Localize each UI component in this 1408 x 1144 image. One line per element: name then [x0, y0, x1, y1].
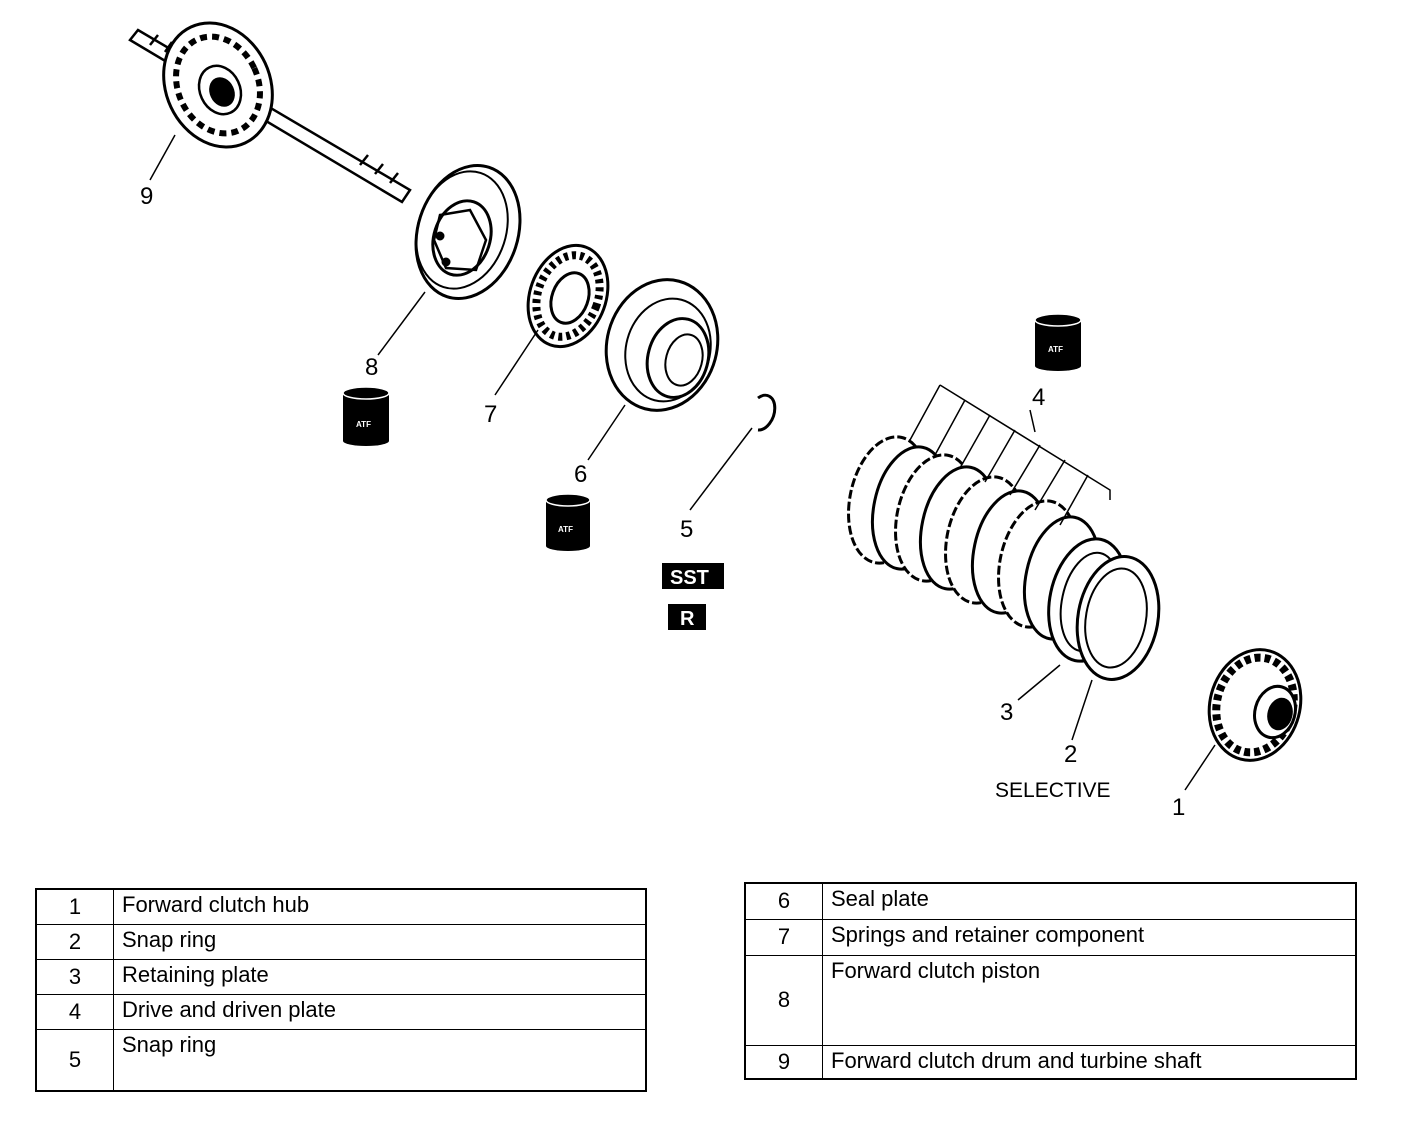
table-row: 5 Snap ring [35, 1028, 647, 1092]
legend-num: 7 [744, 918, 823, 956]
legend-num: 8 [744, 954, 823, 1046]
legend-desc: Snap ring [113, 1028, 647, 1092]
parts-legend-right: 6 Seal plate 7 Springs and retainer comp… [744, 882, 1357, 1080]
legend-desc: Springs and retainer component [822, 918, 1357, 956]
parts-legend-left: 1 Forward clutch hub 2 Snap ring 3 Retai… [35, 888, 647, 1092]
part-9-drum-turbine-shaft [128, 21, 412, 204]
table-row: 7 Springs and retainer component [744, 918, 1357, 956]
leader-line-9 [149, 134, 176, 181]
table-row: 2 Snap ring [35, 923, 647, 960]
part-6-seal-plate [604, 278, 720, 412]
legend-desc: Forward clutch drum and turbine shaft [822, 1044, 1357, 1080]
legend-desc: Retaining plate [113, 958, 647, 995]
callout-7: 7 [484, 401, 497, 428]
callout-6: 6 [574, 461, 587, 488]
part-1-forward-clutch-hub [1207, 648, 1303, 762]
legend-num: 2 [35, 923, 114, 960]
table-row: 8 Forward clutch piston [744, 954, 1357, 1046]
callout-5: 5 [680, 516, 693, 543]
callout-2: 2 [1064, 741, 1077, 768]
legend-num: 5 [35, 1028, 114, 1092]
r-badge: R [668, 604, 706, 630]
legend-desc: Forward clutch piston [822, 954, 1357, 1046]
legend-num: 1 [35, 888, 114, 925]
legend-num: 3 [35, 958, 114, 995]
legend-num: 4 [35, 993, 114, 1030]
atf-can-icon: ATF [1034, 313, 1082, 371]
legend-num: 9 [744, 1044, 823, 1080]
table-row: 9 Forward clutch drum and turbine shaft [744, 1044, 1357, 1080]
legend-desc: Seal plate [822, 882, 1357, 920]
selective-note: SELECTIVE [995, 779, 1111, 802]
atf-can-icon: ATF [545, 493, 591, 551]
exploded-view-diagram: 9 8 ATF 7 6 ATF [128, 21, 1303, 821]
callout-3: 3 [1000, 699, 1013, 726]
part-7-springs-retainer [526, 243, 610, 349]
leader-line-6 [587, 404, 626, 461]
legend-num: 6 [744, 882, 823, 920]
legend-desc: Drive and driven plate [113, 993, 647, 1030]
table-row: 6 Seal plate [744, 882, 1357, 920]
part-8-forward-clutch-piston [414, 164, 522, 300]
atf-can-icon: ATF [342, 386, 390, 446]
table-row: 4 Drive and driven plate [35, 993, 647, 1030]
table-row: 1 Forward clutch hub [35, 888, 647, 925]
leader-line-3 [1017, 664, 1061, 701]
table-row: 3 Retaining plate [35, 958, 647, 995]
callout-8: 8 [365, 354, 378, 381]
callout-4: 4 [1032, 384, 1045, 411]
part-5-snap-ring [757, 393, 777, 432]
leader-line-1 [1184, 744, 1216, 791]
svg-text:R: R [680, 608, 695, 630]
atf-label: ATF [558, 525, 573, 534]
atf-label: ATF [1048, 345, 1063, 354]
leader-line-8 [377, 291, 426, 356]
callout-1: 1 [1172, 794, 1185, 821]
svg-text:SST: SST [670, 567, 709, 589]
leader-line-5 [689, 427, 753, 511]
legend-desc: Forward clutch hub [113, 888, 647, 925]
part-2-snap-ring [1075, 555, 1161, 681]
leader-line-7 [494, 329, 539, 396]
leader-bracket-4 [909, 384, 1111, 526]
atf-label: ATF [356, 420, 371, 429]
sst-badge: SST [662, 563, 724, 589]
legend-desc: Snap ring [113, 923, 647, 960]
leader-line-2 [1071, 679, 1093, 741]
callout-9: 9 [140, 183, 153, 210]
